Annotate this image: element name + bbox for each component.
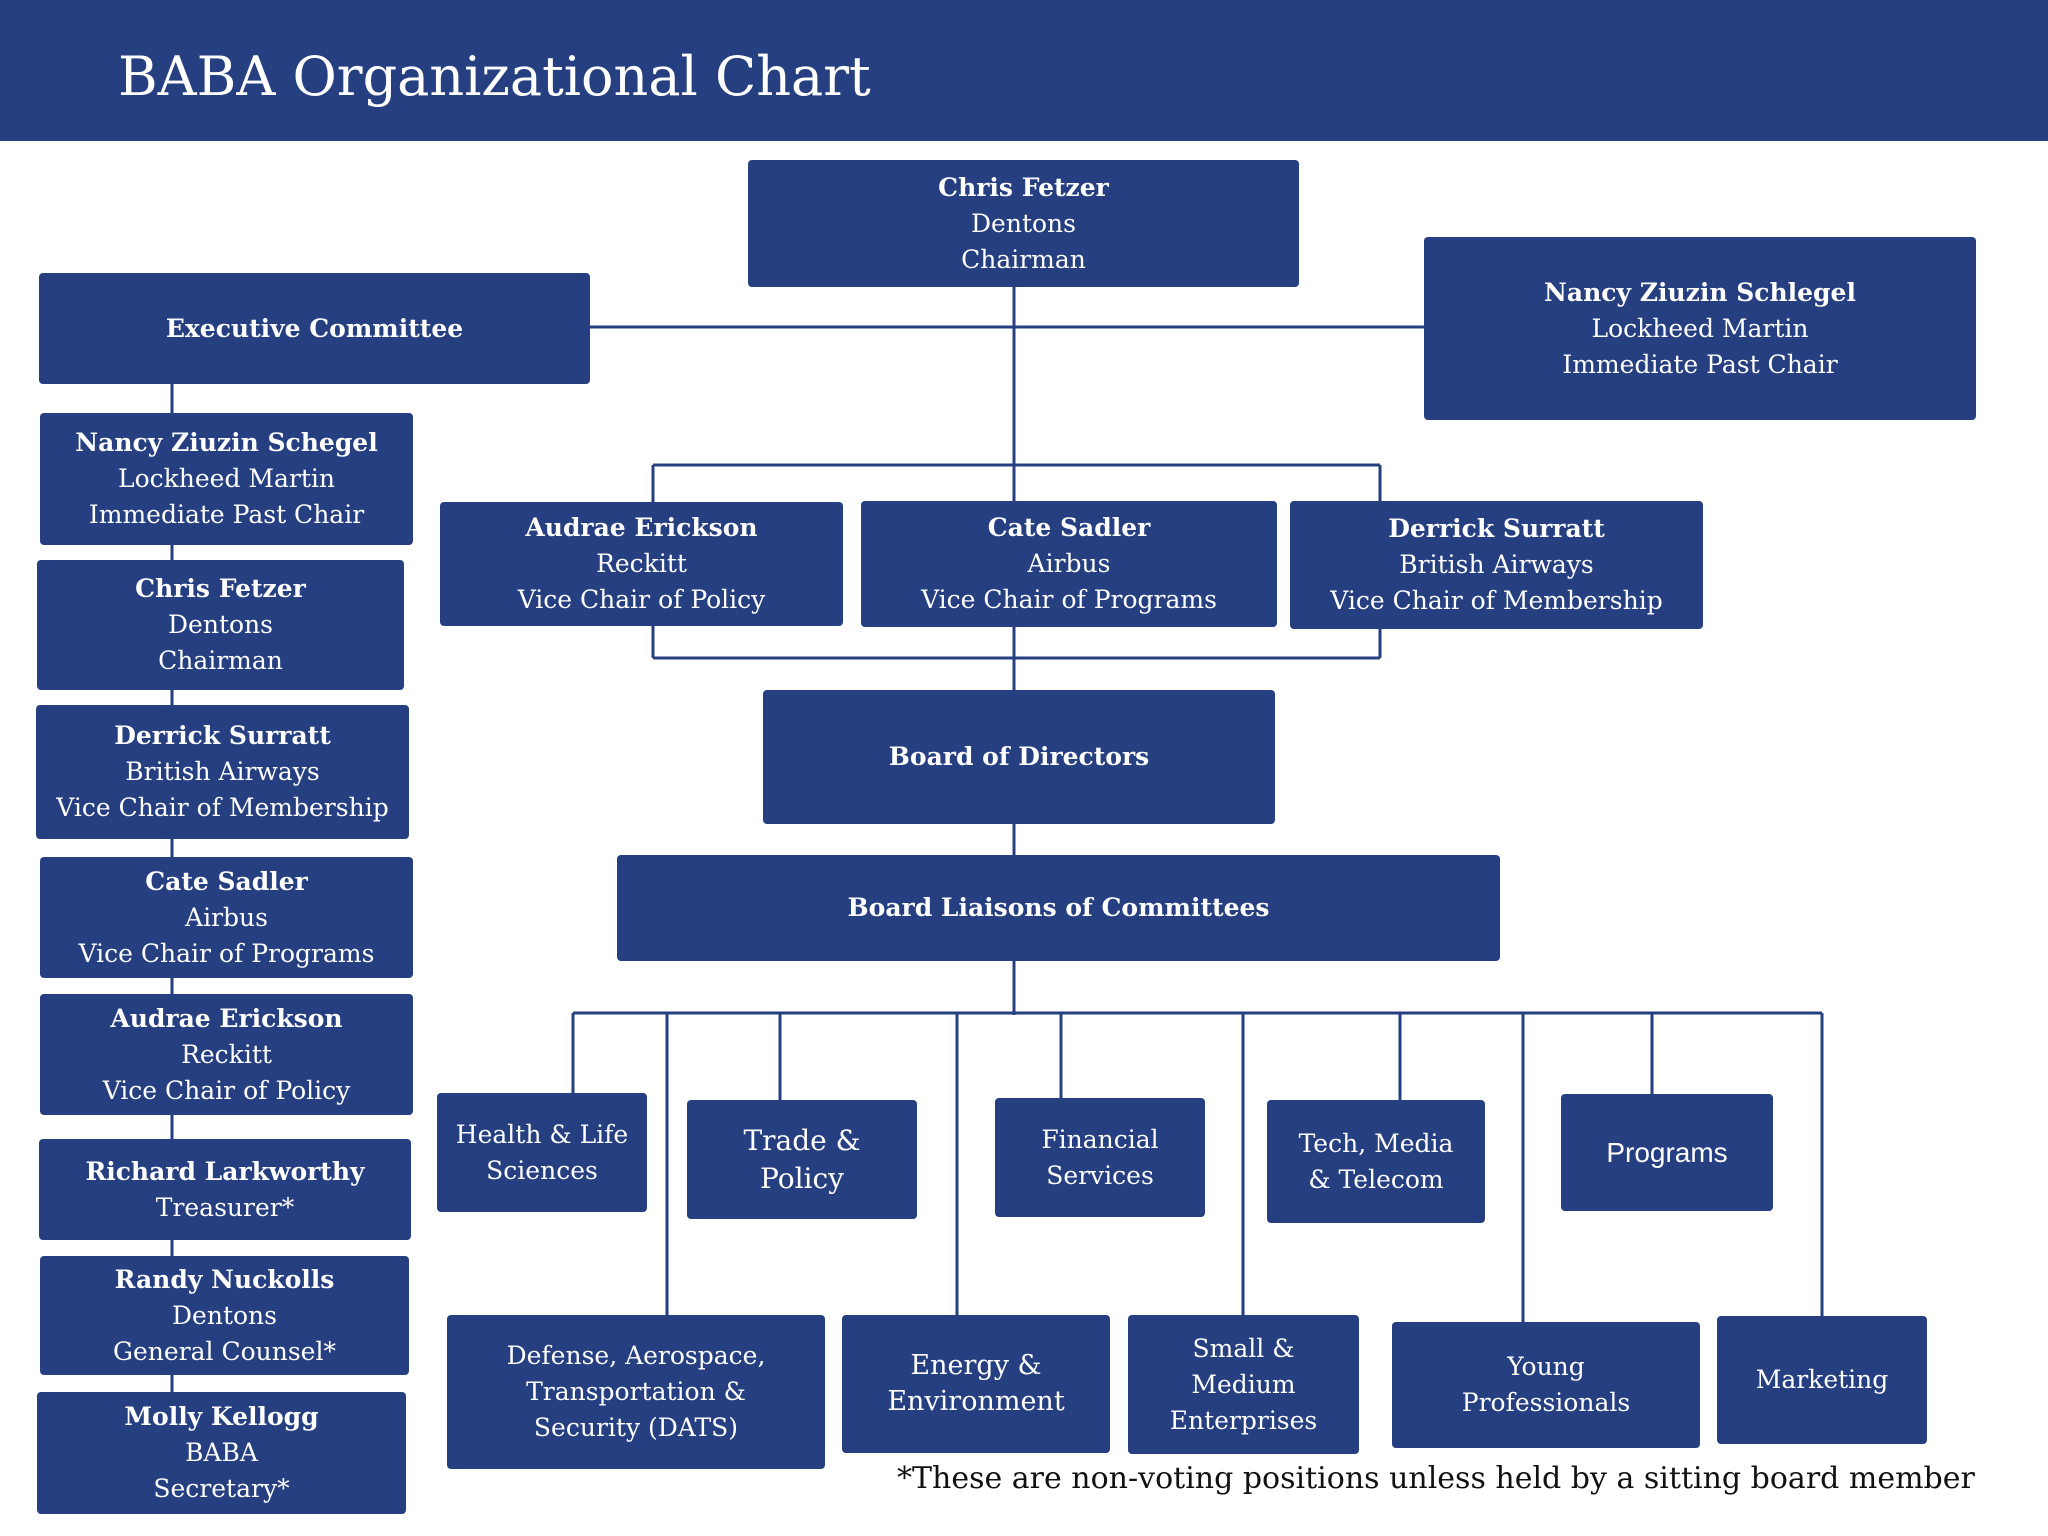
vice-chair-box: Cate Sadler Airbus Vice Chair of Program… — [861, 501, 1277, 627]
exec-member-name: Richard Larkworthy — [85, 1156, 365, 1186]
exec-member-role: General Counsel* — [113, 1336, 336, 1366]
vice-chair-org: British Airways — [1399, 550, 1594, 579]
exec-member-box: Molly Kellogg BABA Secretary* — [37, 1392, 406, 1514]
chair-name: Chris Fetzer — [938, 172, 1109, 202]
vice-chair-org: Airbus — [1027, 549, 1111, 578]
committee-box: Health & Life Sciences — [437, 1093, 647, 1212]
exec-member-name: Cate Sadler — [145, 866, 308, 896]
past-chair-org: Lockheed Martin — [1591, 313, 1809, 343]
vice-chair-role: Vice Chair of Policy — [517, 585, 766, 614]
committee-box: Young Professionals — [1392, 1322, 1700, 1448]
committee-line: Energy & — [910, 1350, 1042, 1381]
committee-line: Enterprises — [1169, 1405, 1318, 1435]
committee-box: Financial Services — [995, 1098, 1205, 1217]
committee-line: Small & — [1192, 1333, 1295, 1363]
committee-box: Marketing — [1717, 1316, 1927, 1444]
past-chair-name: Nancy Ziuzin Schlegel — [1544, 277, 1856, 307]
footnote: *These are non-voting positions unless h… — [897, 1461, 1975, 1496]
page-title: BABA Organizational Chart — [118, 45, 871, 108]
exec-member-role: Immediate Past Chair — [88, 500, 365, 529]
committee-line: Transportation & — [526, 1377, 746, 1406]
exec-member-box: Derrick Surratt British Airways Vice Cha… — [36, 705, 409, 839]
past-chair-role: Immediate Past Chair — [1562, 349, 1838, 379]
exec-member-org: Reckitt — [181, 1039, 272, 1069]
committee-line: Sciences — [486, 1155, 598, 1185]
committee-line: & Telecom — [1308, 1164, 1444, 1194]
vice-chair-name: Derrick Surratt — [1388, 514, 1605, 543]
exec-member-org: Airbus — [185, 902, 268, 932]
committee-line: Defense, Aerospace, — [506, 1341, 766, 1370]
exec-member-org: British Airways — [125, 757, 320, 786]
header-banner — [0, 0, 2048, 141]
board-liaisons-box: Board Liaisons of Committees — [617, 855, 1500, 961]
exec-member-role: Chairman — [158, 646, 283, 675]
committee-line: Environment — [887, 1386, 1065, 1417]
chair-org: Dentons — [971, 208, 1076, 238]
committee-line: Tech, Media — [1298, 1128, 1454, 1158]
past-chair-box: Nancy Ziuzin Schlegel Lockheed Martin Im… — [1424, 237, 1976, 420]
vice-chair-name: Cate Sadler — [987, 513, 1151, 542]
committee-box: Trade & Policy — [687, 1100, 917, 1219]
committee-box: Energy & Environment — [842, 1315, 1110, 1453]
committee-line: Financial — [1041, 1124, 1159, 1154]
exec-member-role: Vice Chair of Programs — [78, 938, 375, 968]
vice-chair-box: Audrae Erickson Reckitt Vice Chair of Po… — [440, 502, 843, 626]
exec-member-box: Richard Larkworthy Treasurer* — [39, 1139, 411, 1240]
exec-member-role: Vice Chair of Policy — [102, 1075, 351, 1105]
committee-line: Trade & — [743, 1123, 861, 1157]
committee-line: Medium — [1191, 1369, 1296, 1399]
exec-member-org: Dentons — [172, 1300, 277, 1330]
vice-chair-role: Vice Chair of Membership — [1330, 586, 1663, 615]
chair-box: Chris Fetzer Dentons Chairman — [748, 160, 1299, 287]
committee-line: Policy — [760, 1161, 844, 1195]
vice-chair-role: Vice Chair of Programs — [921, 585, 1217, 614]
exec-member-name: Randy Nuckolls — [114, 1264, 335, 1294]
vice-chair-name: Audrae Erickson — [525, 513, 758, 542]
exec-member-box: Audrae Erickson Reckitt Vice Chair of Po… — [40, 994, 413, 1115]
exec-member-role: Secretary* — [153, 1474, 290, 1503]
committee-line: Health & Life — [455, 1119, 629, 1149]
exec-member-name: Audrae Erickson — [110, 1003, 343, 1033]
committee-box: Small & Medium Enterprises — [1128, 1315, 1359, 1454]
exec-member-org: BABA — [185, 1438, 258, 1467]
exec-member-org: Lockheed Martin — [117, 464, 336, 493]
committee-line: Programs — [1606, 1136, 1728, 1168]
committee-line: Marketing — [1755, 1365, 1889, 1394]
exec-member-box: Cate Sadler Airbus Vice Chair of Program… — [40, 857, 413, 978]
liaisons-label: Board Liaisons of Committees — [847, 893, 1270, 922]
vice-chair-org: Reckitt — [596, 549, 687, 578]
exec-member-box: Nancy Ziuzin Schegel Lockheed Martin Imm… — [40, 413, 413, 545]
vice-chair-box: Derrick Surratt British Airways Vice Cha… — [1290, 501, 1703, 629]
exec-member-org: Dentons — [168, 610, 273, 639]
exec-member-box: Randy Nuckolls Dentons General Counsel* — [40, 1256, 409, 1375]
committee-line: Professionals — [1461, 1388, 1631, 1417]
executive-committee-label: Executive Committee — [165, 313, 464, 343]
chair-role: Chairman — [961, 244, 1086, 274]
exec-member-box: Chris Fetzer Dentons Chairman — [37, 560, 404, 690]
committee-line: Young — [1507, 1352, 1585, 1381]
committee-box: Defense, Aerospace, Transportation & Sec… — [447, 1315, 825, 1469]
exec-member-name: Chris Fetzer — [135, 574, 306, 603]
committee-box: Programs — [1561, 1094, 1773, 1211]
board-label: Board of Directors — [888, 742, 1150, 771]
committee-line: Services — [1046, 1160, 1154, 1190]
exec-member-role: Treasurer* — [155, 1192, 295, 1222]
committee-box: Tech, Media & Telecom — [1267, 1100, 1485, 1223]
exec-member-name: Nancy Ziuzin Schegel — [75, 428, 378, 457]
exec-member-role: Vice Chair of Membership — [56, 793, 389, 822]
board-of-directors-box: Board of Directors — [763, 690, 1275, 824]
executive-committee-box: Executive Committee — [39, 273, 590, 384]
exec-member-name: Derrick Surratt — [114, 721, 331, 750]
exec-member-name: Molly Kellogg — [124, 1402, 319, 1431]
committee-line: Security (DATS) — [533, 1413, 739, 1442]
